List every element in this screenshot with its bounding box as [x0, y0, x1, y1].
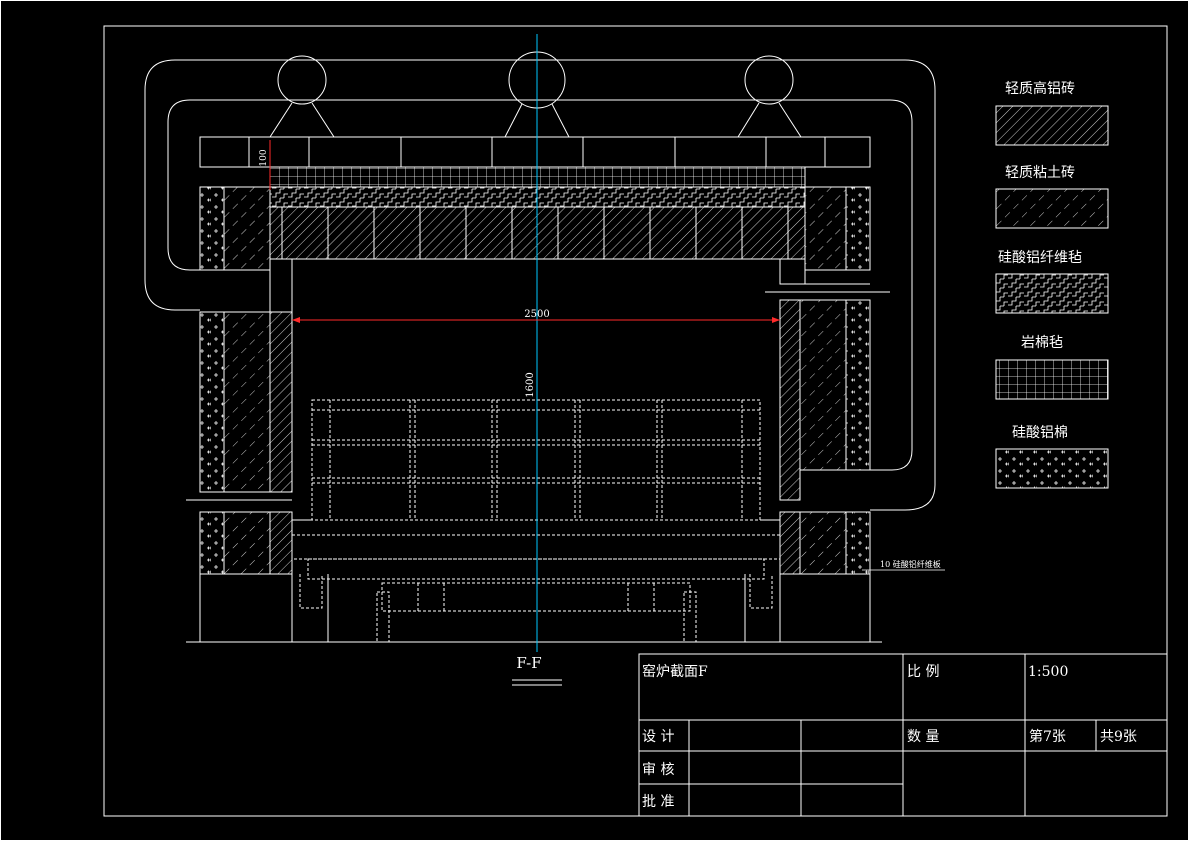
legend-swatch-grid — [995, 359, 1109, 400]
quantity-label: 数 量 — [907, 729, 939, 745]
right-wall-low-cotton — [845, 511, 871, 575]
left-foundation — [199, 574, 293, 643]
right-wall-mid-cotton — [845, 299, 871, 471]
kiln-car — [291, 399, 781, 643]
right-port — [765, 283, 890, 301]
dimension-lines — [269, 140, 945, 571]
sheet-number: 第7张 — [1029, 728, 1066, 745]
right-wall-low-clay — [799, 511, 847, 575]
material-legend: 轻质高铝砖 轻质粘土砖 硅酸铝纤维毡 岩棉毡 硅酸铝棉 — [995, 80, 1109, 489]
left-wall-mid-clay — [223, 311, 271, 493]
roof-frame — [199, 136, 871, 168]
dim-inner-width: 2500 — [524, 309, 549, 320]
right-inner-step — [779, 258, 806, 285]
left-wall-low-clay — [223, 511, 271, 575]
air-duct-inner — [167, 99, 913, 471]
legend-label-0: 轻质高铝砖 — [1005, 80, 1075, 97]
design-label: 设 计 — [642, 729, 674, 745]
section-label: F-F — [516, 654, 541, 672]
scale-label: 比 例 — [907, 664, 939, 680]
right-foundation — [779, 574, 871, 643]
legend-swatch-sparse-hatch — [995, 188, 1109, 229]
drawing-frame — [103, 25, 1168, 817]
approve-label: 批 准 — [642, 794, 674, 810]
legend-swatch-plus — [995, 448, 1109, 489]
right-wall-low-alumina — [779, 511, 801, 575]
left-wall-upper-cotton — [199, 186, 225, 271]
legend-label-1: 轻质粘土砖 — [1005, 165, 1075, 181]
left-inner-step — [269, 258, 293, 313]
legend-label-4: 硅酸铝棉 — [1012, 424, 1068, 441]
dim-top-thickness: 100 — [259, 149, 269, 166]
left-wall-upper-clay — [223, 186, 271, 271]
left-wall-low-cotton — [199, 511, 225, 575]
drawing-name: 窑炉截面F — [642, 663, 708, 680]
legend-label-3: 岩棉毡 — [1021, 334, 1063, 351]
left-wall-low-alumina — [269, 511, 293, 575]
legend-swatch-zigzag — [995, 273, 1109, 314]
right-wall-mid-alumina — [779, 299, 801, 501]
left-port — [186, 491, 292, 513]
right-wall-mid-clay — [799, 299, 847, 471]
right-wall-upper-clay — [804, 186, 847, 271]
title-block — [638, 653, 1168, 817]
right-wall-upper-cotton — [845, 186, 871, 271]
bottom-note: 10 硅酸铝纤维板 — [880, 559, 941, 569]
scale-value: 1:500 — [1028, 664, 1068, 680]
kiln-section — [144, 51, 936, 643]
review-label: 审 核 — [642, 762, 674, 778]
sheet-total: 共9张 — [1100, 729, 1137, 745]
burner-right — [737, 55, 802, 138]
left-wall-mid-cotton — [199, 311, 225, 493]
burner-left — [269, 55, 335, 138]
air-duct-outer — [144, 59, 936, 511]
legend-swatch-dense-hatch — [995, 105, 1109, 146]
legend-label-2: 硅酸铝纤维毡 — [998, 250, 1082, 266]
left-wall-mid-alumina — [269, 311, 293, 493]
dim-inner-height: 1600 — [525, 372, 536, 397]
